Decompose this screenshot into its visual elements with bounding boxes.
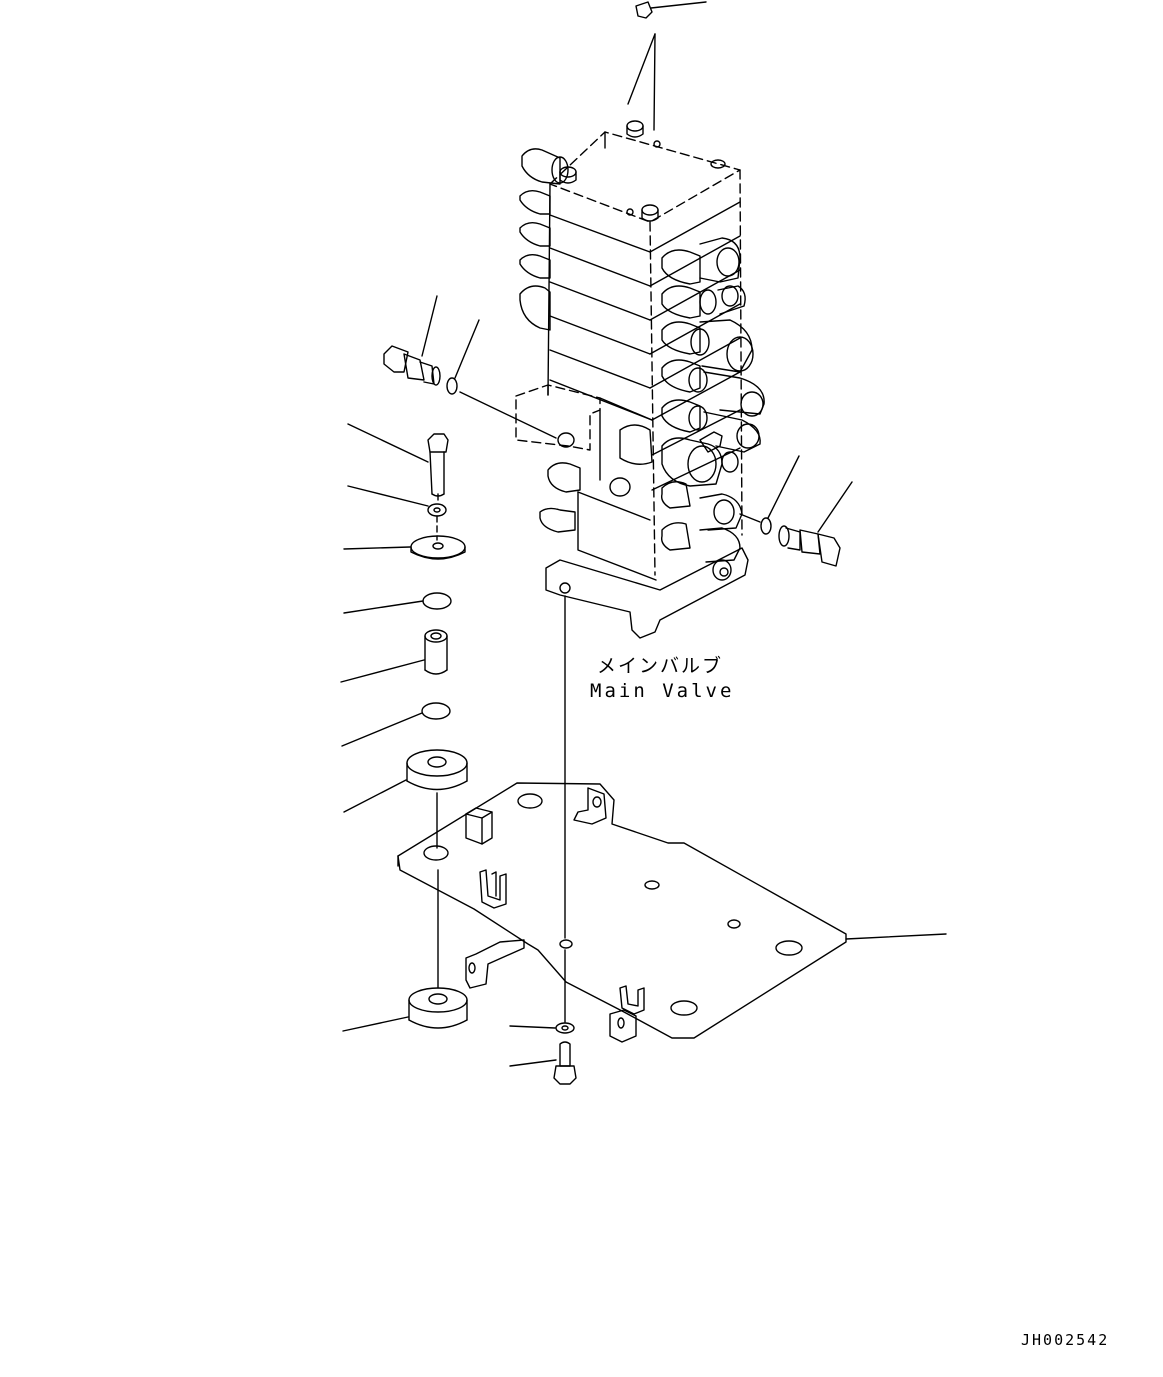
mount-spacer-sleeve	[340, 629, 448, 683]
top-plug-part	[627, 1, 707, 131]
mount-rubber-cushion-lower	[342, 869, 468, 1032]
mount-washer-large	[343, 535, 466, 560]
mount-washer-small	[347, 485, 447, 541]
drawing-number: JH002542	[1021, 1331, 1109, 1349]
bottom-washer	[509, 1022, 575, 1034]
bottom-bolt	[509, 1041, 577, 1085]
main-valve-label-jp: メインバルブ	[597, 654, 723, 677]
mounting-bracket-plate	[397, 782, 947, 1043]
left-pressure-sensor	[383, 295, 441, 386]
mount-o-ring-upper	[343, 592, 452, 614]
mount-rubber-cushion-upper	[343, 749, 468, 849]
main-valve-label-en: Main Valve	[590, 680, 734, 702]
right-o-ring	[739, 455, 800, 535]
mount-o-ring-lower	[341, 702, 451, 747]
main-valve-body	[515, 120, 765, 639]
left-o-ring	[446, 319, 557, 439]
right-pressure-sensor	[778, 481, 853, 567]
mount-bolt	[347, 423, 449, 505]
